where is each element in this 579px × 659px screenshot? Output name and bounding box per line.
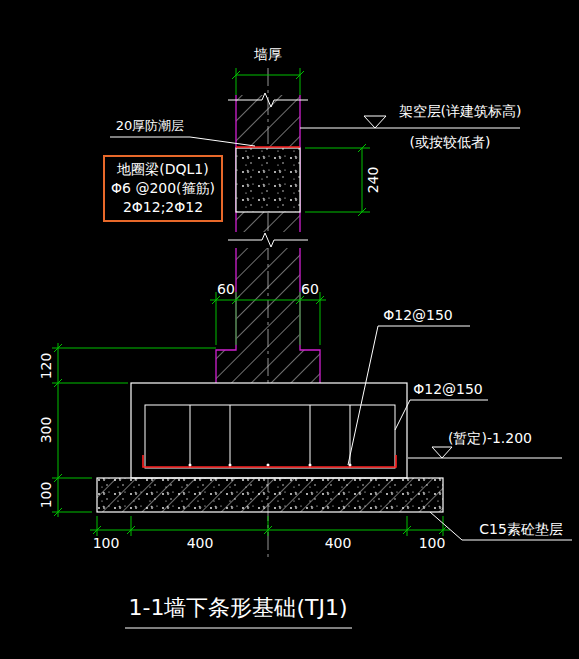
dimension-text: 400: [187, 536, 214, 551]
callout-text: 地圈梁(DQL1): [111, 160, 215, 179]
rebar-cage: [145, 405, 395, 468]
dimension-text: 240: [366, 167, 381, 194]
c15-pad: [97, 478, 443, 512]
dimension-text: 60: [217, 282, 235, 297]
dimension-text: 60: [301, 282, 319, 297]
callout-text: Φ6 @200(箍筋): [111, 179, 215, 198]
damp-proof-layer: [236, 146, 300, 148]
level-note: 架空层(详建筑标高): [399, 104, 522, 119]
distribution-bars: [190, 405, 350, 468]
dimension-lines: [52, 68, 450, 536]
dimension-text: 100: [39, 482, 54, 509]
dimension-text: 300: [39, 417, 54, 444]
dimension-text: 100: [419, 536, 446, 551]
level-note: (或按较低者): [410, 135, 491, 150]
ground-beam: [236, 148, 300, 212]
level-note: (暂定)-1.200: [448, 431, 532, 446]
dimension-text: 120: [39, 353, 54, 380]
break-line: [228, 93, 308, 107]
drawing-title: 1-1墙下条形基础(TJ1): [128, 596, 347, 620]
main-rebar: [143, 455, 396, 467]
brick-wall: [216, 95, 320, 383]
callout-text: 2Φ12;2Φ12: [111, 198, 215, 217]
rebar-callout: Φ12@150: [413, 382, 483, 397]
material-note: C15素砼垫层: [479, 522, 563, 537]
dimension-text: 100: [93, 536, 120, 551]
wall-outline: [216, 95, 320, 383]
strip-footing: [131, 383, 407, 478]
break-line: [228, 233, 308, 247]
dimension-text: 400: [325, 536, 352, 551]
callout-box: 地圈梁(DQL1)Φ6 @200(箍筋)2Φ12;2Φ12: [103, 155, 223, 222]
dimension-text: 墙厚: [254, 47, 282, 62]
note-text: 20厚防潮层: [116, 119, 185, 133]
rebar-callout: Φ12@150: [383, 308, 453, 323]
leader-lines: [110, 116, 572, 628]
